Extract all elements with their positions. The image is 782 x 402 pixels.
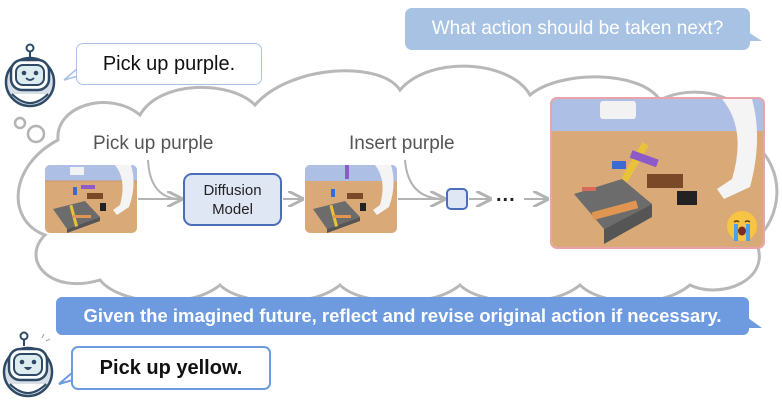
robot-happy-icon	[2, 331, 54, 398]
reflection-text: Given the imagined future, reflect and r…	[83, 305, 722, 326]
scene-image	[45, 165, 137, 233]
step-label-pick-up-purple: Pick up purple	[93, 133, 214, 154]
initial-plan-bubble: Pick up purple.	[76, 43, 262, 85]
revised-plan-bubble: Pick up yellow.	[71, 346, 271, 390]
plan-bubble-tail	[63, 67, 79, 81]
reflection-bubble: Given the imagined future, reflect and r…	[56, 297, 749, 335]
question-bubble-tail	[748, 32, 762, 41]
diffusion-model-box: Diffusion Model	[183, 173, 282, 226]
arrow-action-to-model	[147, 159, 182, 200]
revised-plan-text: Pick up yellow.	[99, 356, 243, 379]
next-step-box	[446, 188, 468, 210]
diffusion-model-line1: Diffusion	[203, 181, 262, 199]
question-bubble: What action should be taken next?	[405, 8, 750, 50]
imagined-frame-image	[305, 165, 397, 233]
revised-bubble-tail	[58, 371, 74, 385]
arrow-action2-to-box	[404, 159, 445, 200]
diffusion-model-line2: Model	[212, 200, 253, 218]
crying-face-icon	[727, 211, 757, 241]
question-text: What action should be taken next?	[431, 18, 724, 39]
imagined-final-frame	[550, 97, 765, 249]
robot-icon	[4, 43, 56, 108]
initial-plan-text: Pick up purple.	[102, 52, 236, 75]
current-observation-image	[45, 165, 137, 233]
step-label-insert-purple: Insert purple	[349, 133, 455, 154]
scene-image	[305, 165, 397, 233]
ellipsis: ...	[496, 184, 516, 206]
reflection-bubble-tail	[748, 318, 762, 328]
